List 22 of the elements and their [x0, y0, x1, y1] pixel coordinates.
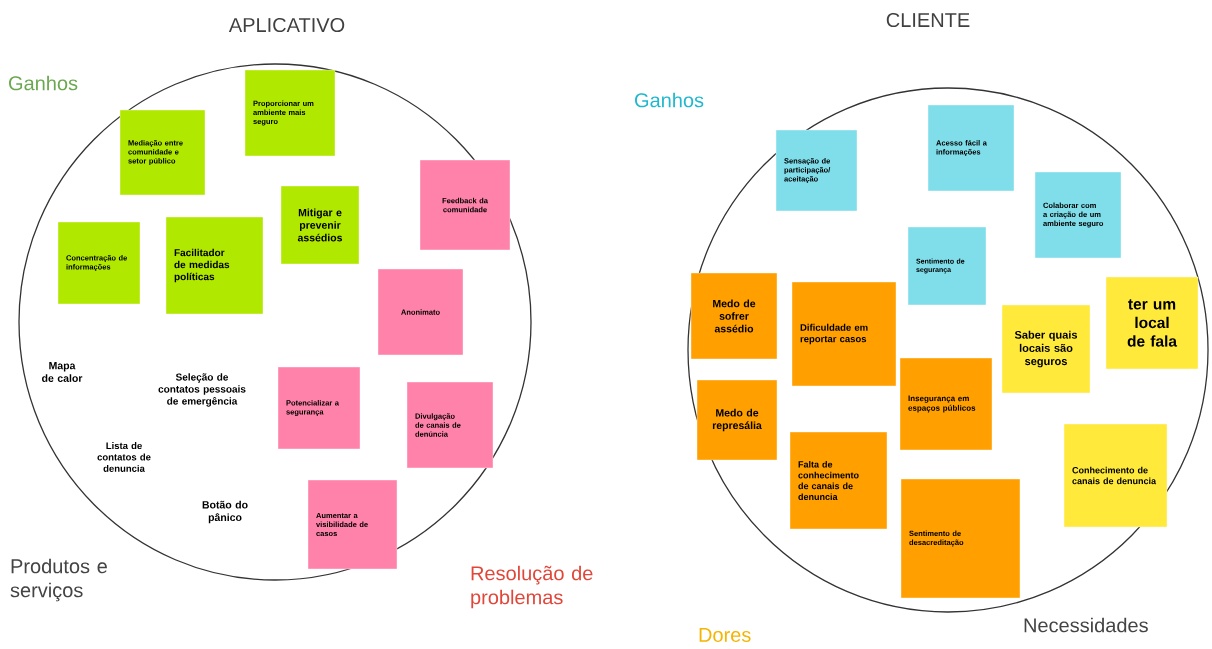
sticky-note: Medo de sofrer assédio — [690, 272, 778, 360]
section-label: Ganhos — [635, 92, 704, 108]
item-text: Mapa de calor — [42, 362, 83, 382]
sticky-note: Falta de conhecimento de canais de denuncia — [789, 431, 888, 530]
section-label: Resolução de problemas — [471, 565, 593, 609]
section-label: Produtos e serviços — [10, 558, 107, 602]
canvas-heading: APLICATIVO — [228, 17, 345, 33]
sticky-note: Saber quais locais são seguros — [1001, 304, 1091, 394]
sticky-note: Medo de represália — [696, 379, 778, 461]
item-text: Seleção de contatos pessoais de emergência — [158, 373, 246, 407]
section-label: Dores — [699, 628, 751, 642]
canvas-heading: CLIENTE — [886, 12, 970, 28]
section-label: Ganhos — [9, 75, 78, 91]
sticky-note: Dificuldade em reportar casos — [791, 281, 897, 387]
item-text: Botão do pânico — [202, 500, 248, 524]
sticky-note: ter um local de fala — [1105, 276, 1199, 370]
sticky-note: Facilitador de medidas políticas — [165, 216, 264, 315]
sticky-note: Conhecimento de canais de denuncia — [1063, 423, 1168, 528]
section-label: Necessidades — [1024, 617, 1148, 633]
sticky-note: Mitigar e prevenir assédios — [280, 185, 360, 265]
sticky-note: Insegurança em espaços públicos — [899, 357, 993, 451]
item-text: Lista de contatos de denuncia — [97, 442, 151, 472]
